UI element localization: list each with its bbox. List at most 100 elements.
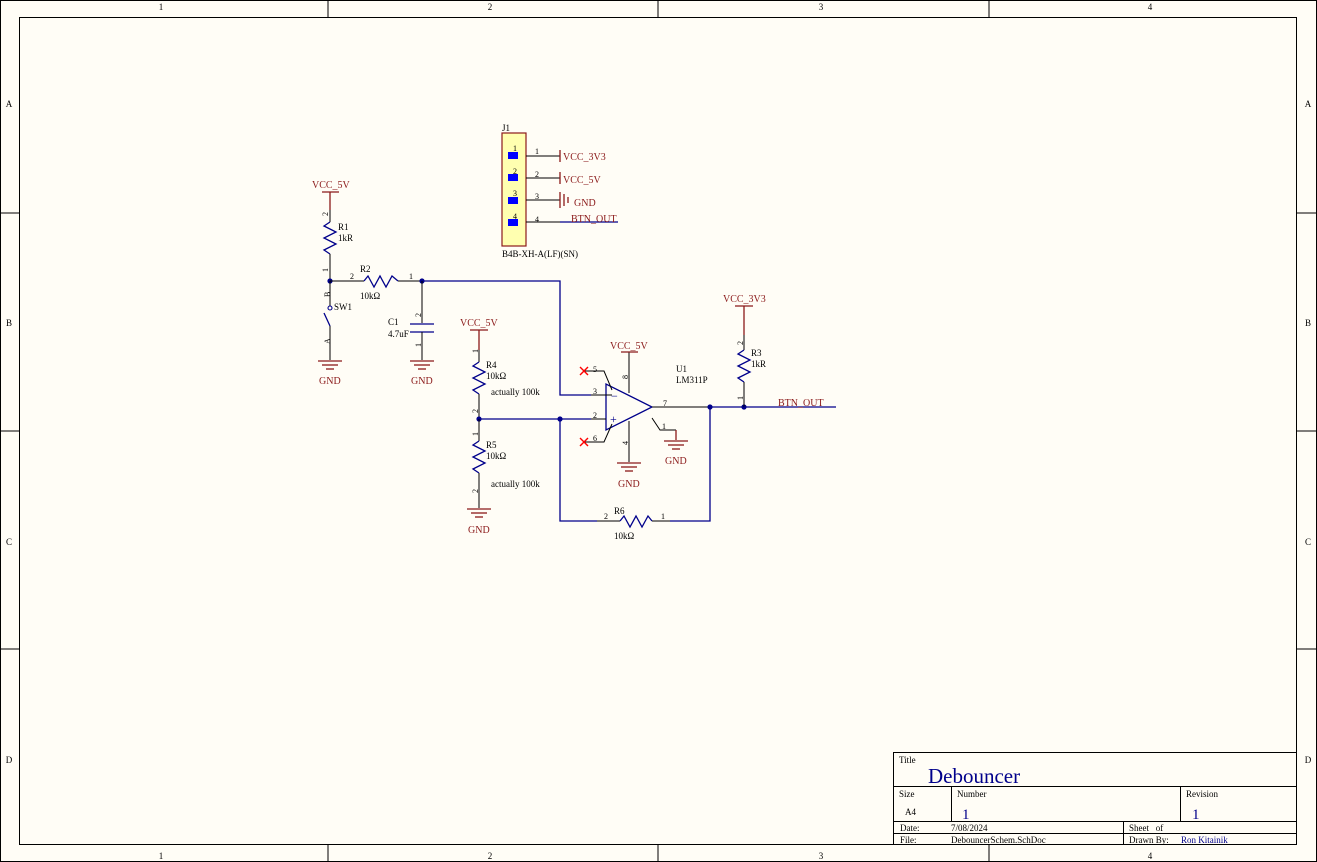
zone-row-b-right: B — [1305, 318, 1311, 328]
j1-pin2-num: 2 — [535, 170, 539, 179]
j1-net-vcc5v-label: VCC_5V — [563, 175, 602, 186]
zone-col-3-top: 3 — [819, 2, 824, 12]
drawn-by-label: Drawn By: — [1129, 835, 1169, 845]
zone-col-1-top: 1 — [159, 2, 164, 12]
size-label: Size — [899, 789, 915, 799]
r5-note: actually 100k — [491, 479, 540, 489]
r4-designator: R4 — [486, 360, 497, 370]
gnd-port-u1-pin1: GND — [664, 430, 688, 467]
r6-value: 10kΩ — [614, 531, 635, 541]
j1-net-gnd-label: GND — [574, 198, 596, 209]
gnd-port-r5: GND — [467, 508, 491, 536]
connector-j1[interactable]: J1 1 2 3 4 1 2 3 4 B4B-XH-A(LF)(SN) — [501, 123, 578, 259]
gnd-u1-1-label: GND — [665, 456, 687, 467]
sheet-inner-frame — [19, 17, 1297, 845]
no-connect-u1-pin5 — [579, 366, 589, 376]
r5-value: 10kΩ — [486, 451, 507, 461]
j1-inner-pin1: 1 — [513, 144, 517, 153]
vcc5v-r1-label: VCC_5V — [312, 180, 351, 191]
zone-row-c-left: C — [6, 537, 12, 547]
j1-net-btnout-label: BTN_OUT — [571, 214, 617, 225]
r1-value: 1kR — [338, 233, 353, 243]
r6-designator: R6 — [614, 506, 625, 516]
j1-body — [501, 132, 527, 247]
zone-col-2-top: 2 — [488, 2, 493, 12]
j1-part: B4B-XH-A(LF)(SN) — [502, 249, 578, 259]
r5-pin-top: 1 — [471, 432, 480, 436]
j1-pin3-marker — [508, 197, 518, 204]
r3-designator: R3 — [751, 348, 762, 358]
file-label: File: — [900, 835, 917, 845]
u1-pin7: 7 — [663, 399, 667, 408]
revision-label: Revision — [1186, 789, 1219, 799]
zone-col-3-bottom: 3 — [819, 851, 824, 861]
zone-row-d-left: D — [6, 755, 13, 765]
r1-pin-top: 2 — [321, 212, 330, 216]
gnd-port-c1: GND — [410, 360, 434, 387]
gnd-sw1-label: GND — [319, 376, 341, 387]
number-label: Number — [957, 789, 987, 799]
c1-pin-top: 2 — [414, 313, 423, 317]
u1-pin5: 5 — [593, 365, 597, 374]
number-value: 1 — [962, 807, 970, 823]
r3-pin-bottom: 1 — [736, 396, 745, 400]
u1-pin6: 6 — [593, 434, 597, 443]
title-block: Title Debouncer Size A4 Number 1 Revisio… — [893, 752, 1297, 845]
sw1-pin-b: B — [323, 292, 332, 297]
gnd-c1-label: GND — [411, 376, 433, 387]
resistor-r3[interactable]: 2 1 R3 1kR — [736, 335, 766, 407]
j1-pin4-num: 4 — [535, 215, 539, 224]
zone-row-b-left: B — [6, 318, 12, 328]
j1-pin1-num: 1 — [535, 147, 539, 156]
title-value: Debouncer — [928, 764, 1020, 788]
comparator-u1[interactable]: − + 5 3 2 6 8 4 7 1 U1 LM311P — [585, 352, 710, 462]
capacitor-c1[interactable]: 2 1 C1 4.7uF — [388, 281, 434, 360]
zone-col-4-top: 4 — [1148, 2, 1153, 12]
resistor-r1[interactable]: 2 1 R1 1kR — [321, 210, 353, 281]
zone-col-2-bottom: 2 — [488, 851, 493, 861]
j1-net-vcc3v3: VCC_3V3 — [559, 150, 606, 163]
size-value: A4 — [905, 807, 916, 817]
c1-value: 4.7uF — [388, 329, 409, 339]
btn-out-label: BTN_OUT — [778, 398, 824, 409]
power-port-vcc5v-u1: VCC_5V — [610, 341, 649, 353]
wire-rc-to-comparator — [422, 280, 591, 396]
j1-net-btnout: BTN_OUT — [560, 214, 618, 225]
switch-sw1[interactable]: B A SW1 — [323, 281, 352, 360]
power-port-vcc3v3-r3: VCC_3V3 — [723, 294, 766, 335]
gnd-u1-4-label: GND — [618, 479, 640, 490]
power-port-vcc5v-r1: VCC_5V — [312, 180, 351, 210]
resistor-r6[interactable]: 2 1 R6 10kΩ — [597, 506, 670, 541]
r4-pin-bottom: 2 — [471, 409, 480, 413]
sw1-designator: SW1 — [334, 302, 352, 312]
wire-feedback-left — [559, 419, 597, 522]
gnd-port-u1-pin4: GND — [617, 462, 641, 490]
j1-pin2-marker — [508, 174, 518, 181]
zone-col-1-bottom: 1 — [159, 851, 164, 861]
zone-row-d-right: D — [1305, 755, 1312, 765]
zone-col-4-bottom: 4 — [1148, 851, 1153, 861]
j1-pin1-marker — [508, 152, 518, 159]
drawn-by-value: Ron Kitainik — [1181, 835, 1228, 845]
power-port-vcc5v-r4: VCC_5V — [460, 318, 499, 350]
sw1-pin-a: A — [323, 338, 332, 344]
title-label: Title — [899, 755, 916, 765]
r4-value: 10kΩ — [486, 371, 507, 381]
u1-designator: U1 — [676, 364, 687, 374]
c1-pin-bottom: 1 — [414, 343, 423, 347]
u1-pin4: 4 — [621, 441, 630, 445]
net-label-btn-out: BTN_OUT — [744, 398, 836, 409]
u1-pin1: 1 — [662, 422, 666, 431]
resistor-r4[interactable]: 1 2 R4 10kΩ actually 100k — [471, 349, 540, 419]
vcc3v3-r3-label: VCC_3V3 — [723, 294, 766, 305]
j1-inner-pin4: 4 — [513, 212, 517, 221]
gnd-r5-label: GND — [468, 525, 490, 536]
resistor-r2[interactable]: 2 1 R2 10kΩ — [330, 264, 422, 301]
r6-pin-left: 2 — [604, 512, 608, 521]
resistor-r5[interactable]: 1 2 R5 10kΩ actually 100k — [471, 419, 540, 508]
r5-designator: R5 — [486, 440, 497, 450]
r3-value: 1kR — [751, 359, 766, 369]
zone-row-a-left: A — [6, 99, 13, 109]
vcc5v-u1-label: VCC_5V — [610, 341, 649, 352]
